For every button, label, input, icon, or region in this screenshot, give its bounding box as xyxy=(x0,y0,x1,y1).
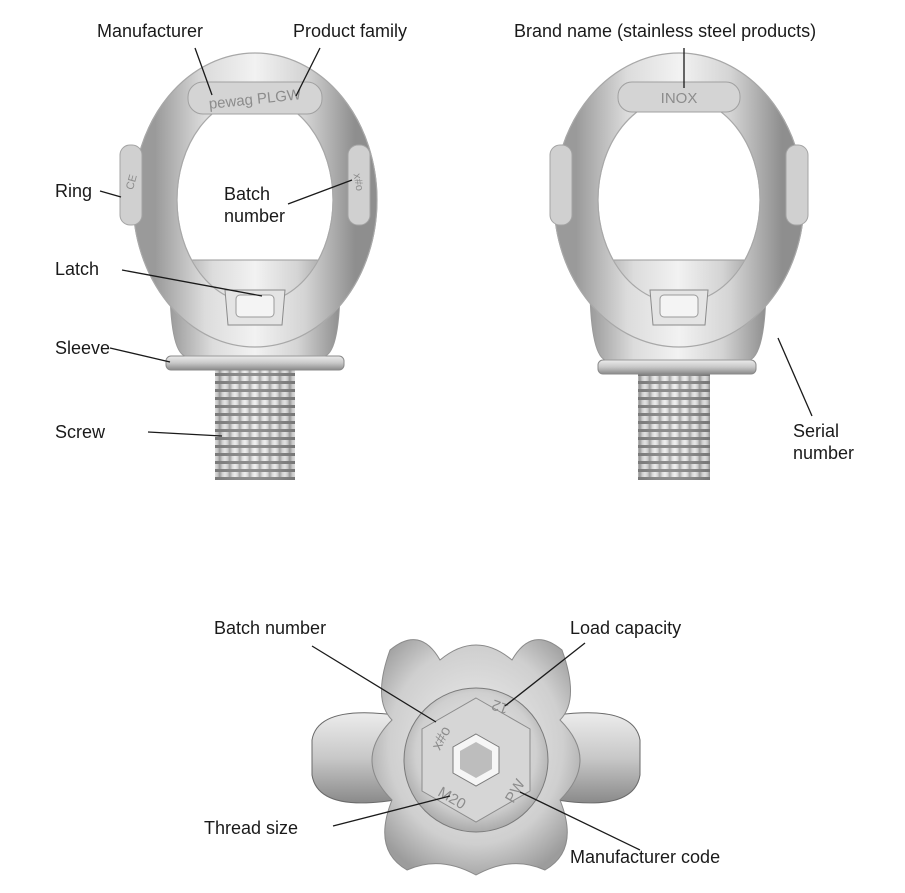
leader-manufacturer xyxy=(194,47,213,96)
bottom-top-view: x#o 12 M20 PW xyxy=(311,639,641,876)
label-serial-number: Serial number xyxy=(793,421,855,463)
leader-product-family xyxy=(295,47,321,97)
leader-batch-number xyxy=(287,179,353,205)
left-screw-thread xyxy=(215,368,295,480)
label-manufacturer: Manufacturer xyxy=(97,21,204,41)
leader-ring xyxy=(99,190,122,198)
label-manufacturer-code: Manufacturer code xyxy=(570,847,721,867)
right-screw-thread xyxy=(638,372,710,480)
bottom-engraving-capacity: 12 xyxy=(489,696,510,718)
right-engraving-top: INOX xyxy=(661,90,698,107)
left-engraving-batch: x#o xyxy=(351,172,366,192)
leader-thread-size xyxy=(332,795,451,827)
leader-sleeve xyxy=(109,347,171,363)
label-screw: Screw xyxy=(55,422,106,442)
leader-bottom-batch xyxy=(311,645,437,723)
label-brand-name: Brand name (stainless steel products) xyxy=(514,21,817,41)
left-eye-bolt: pewag PLGW CE x#o xyxy=(119,52,378,480)
right-eye-bolt: INOX xyxy=(549,52,809,480)
label-sleeve: Sleeve xyxy=(55,338,111,358)
label-batch-number-bottom: Batch number xyxy=(214,618,327,638)
right-sleeve xyxy=(597,359,757,375)
leader-screw xyxy=(147,431,223,437)
left-side-plate-left xyxy=(119,144,143,226)
leader-load-capacity xyxy=(504,642,586,707)
label-product-family: Product family xyxy=(293,21,408,41)
leader-manufacturer-code xyxy=(519,791,641,851)
leader-serial-number xyxy=(777,337,813,417)
right-top-plate xyxy=(617,81,741,113)
label-thread-size: Thread size xyxy=(204,818,299,838)
leader-lines xyxy=(99,47,813,851)
left-sleeve xyxy=(165,355,345,371)
left-top-plate xyxy=(187,81,323,115)
left-side-plate-right xyxy=(347,144,371,226)
left-engraving-ce: CE xyxy=(124,173,140,191)
label-latch: Latch xyxy=(55,259,100,279)
leader-latch xyxy=(121,269,263,297)
label-ring: Ring xyxy=(55,181,93,201)
label-batch-number-left: Batch number xyxy=(224,184,286,226)
label-load-capacity: Load capacity xyxy=(570,618,682,638)
